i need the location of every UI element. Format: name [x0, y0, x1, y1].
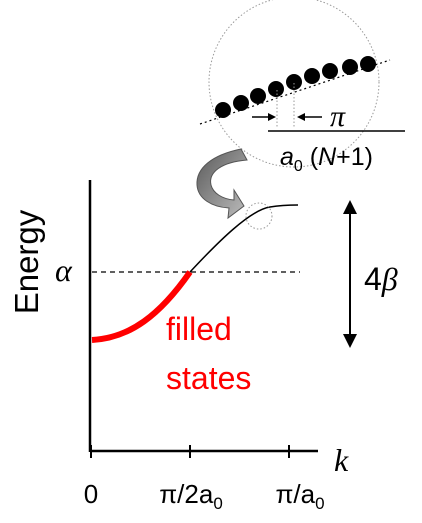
zoom-arrow-icon — [196, 148, 248, 220]
band-curve — [189, 204, 299, 273]
filled-states-label: filled — [166, 311, 232, 347]
atom — [322, 63, 338, 79]
y-axis-label: Energy — [8, 209, 45, 314]
filled-states-curve — [91, 270, 193, 343]
tick-label-pi-2a0: π/2a0 — [159, 479, 223, 513]
bandwidth-arrowhead-top — [343, 200, 357, 214]
atom — [304, 68, 320, 84]
chain-line — [199, 59, 391, 125]
spacing-arrowhead-left — [268, 113, 276, 121]
bandwidth-arrowhead-bottom — [343, 334, 357, 348]
atom-chain — [215, 56, 376, 118]
atom — [250, 88, 266, 104]
tick-label-0: 0 — [84, 479, 98, 509]
alpha-label: α — [55, 252, 73, 288]
spacing-numerator: π — [330, 100, 346, 133]
atom — [286, 74, 302, 90]
zoom-inset-circle — [208, 0, 380, 168]
spacing-denominator: a0 (N+1) — [280, 143, 373, 175]
atom — [233, 95, 249, 111]
atom — [268, 81, 284, 97]
spacing-arrowhead-right — [297, 113, 305, 121]
tick-label-pi-a0: π/a0 — [275, 479, 324, 513]
zoom-source-circle — [245, 202, 273, 230]
x-axis-label: k — [334, 442, 349, 478]
filled-states-label-line2: states — [166, 360, 251, 396]
atom — [360, 56, 376, 72]
bandwidth-label: 4β — [364, 261, 398, 297]
atom — [342, 59, 358, 75]
atom — [215, 102, 231, 118]
